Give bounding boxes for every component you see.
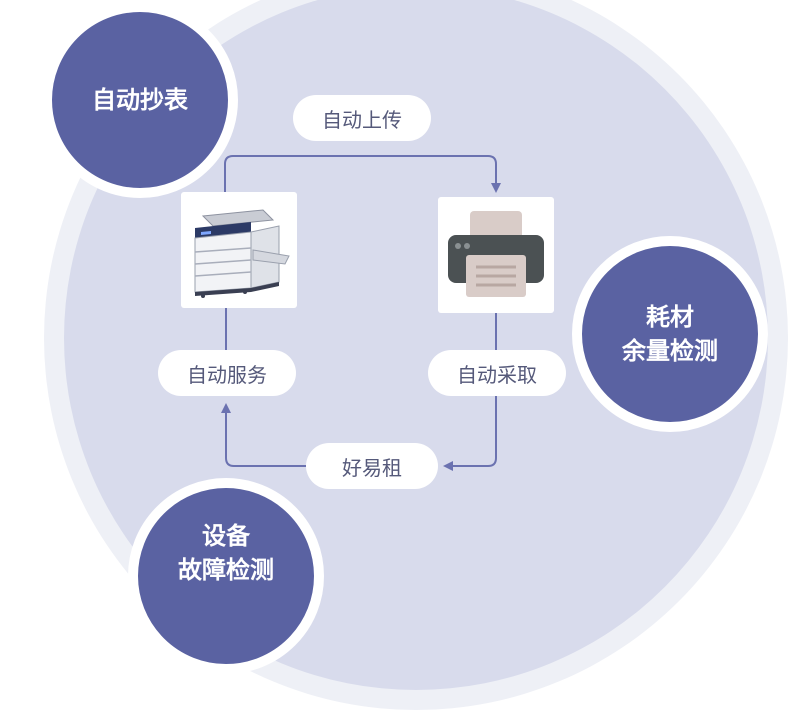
consumables-label-line2: 余量检测: [622, 337, 718, 365]
arrow-collect-brand: [443, 396, 497, 471]
auto-service-label: 自动服务: [158, 350, 296, 396]
auto-upload-label: 自动上传: [293, 95, 431, 141]
arrow-brand-service: [221, 403, 306, 467]
auto-meter-reading-label: 自动抄表: [92, 86, 188, 114]
auto-collect-label: 自动采取: [428, 350, 566, 396]
copier-card: [181, 192, 297, 308]
fault-detection-node: 设备 故障检测: [128, 478, 324, 674]
copier-icon: [194, 209, 290, 298]
printer-icon: [448, 211, 544, 297]
auto-meter-reading-node: 自动抄表: [42, 2, 238, 198]
fault-label-line2: 故障检测: [178, 556, 274, 584]
brand-label: 好易租: [306, 443, 438, 489]
fault-label-line1: 设备: [202, 522, 250, 550]
consumables-label-line1: 耗材: [646, 303, 694, 331]
arrow-upload: [224, 155, 501, 193]
workflow-diagram: 自动上传 自动服务 自动采取 好易租 自动抄表 耗材 余量检测 设备 故障检测: [42, 0, 788, 710]
printer-card: [438, 197, 554, 313]
consumables-detection-node: 耗材 余量检测: [572, 236, 768, 432]
flow-connectors: [221, 155, 501, 471]
